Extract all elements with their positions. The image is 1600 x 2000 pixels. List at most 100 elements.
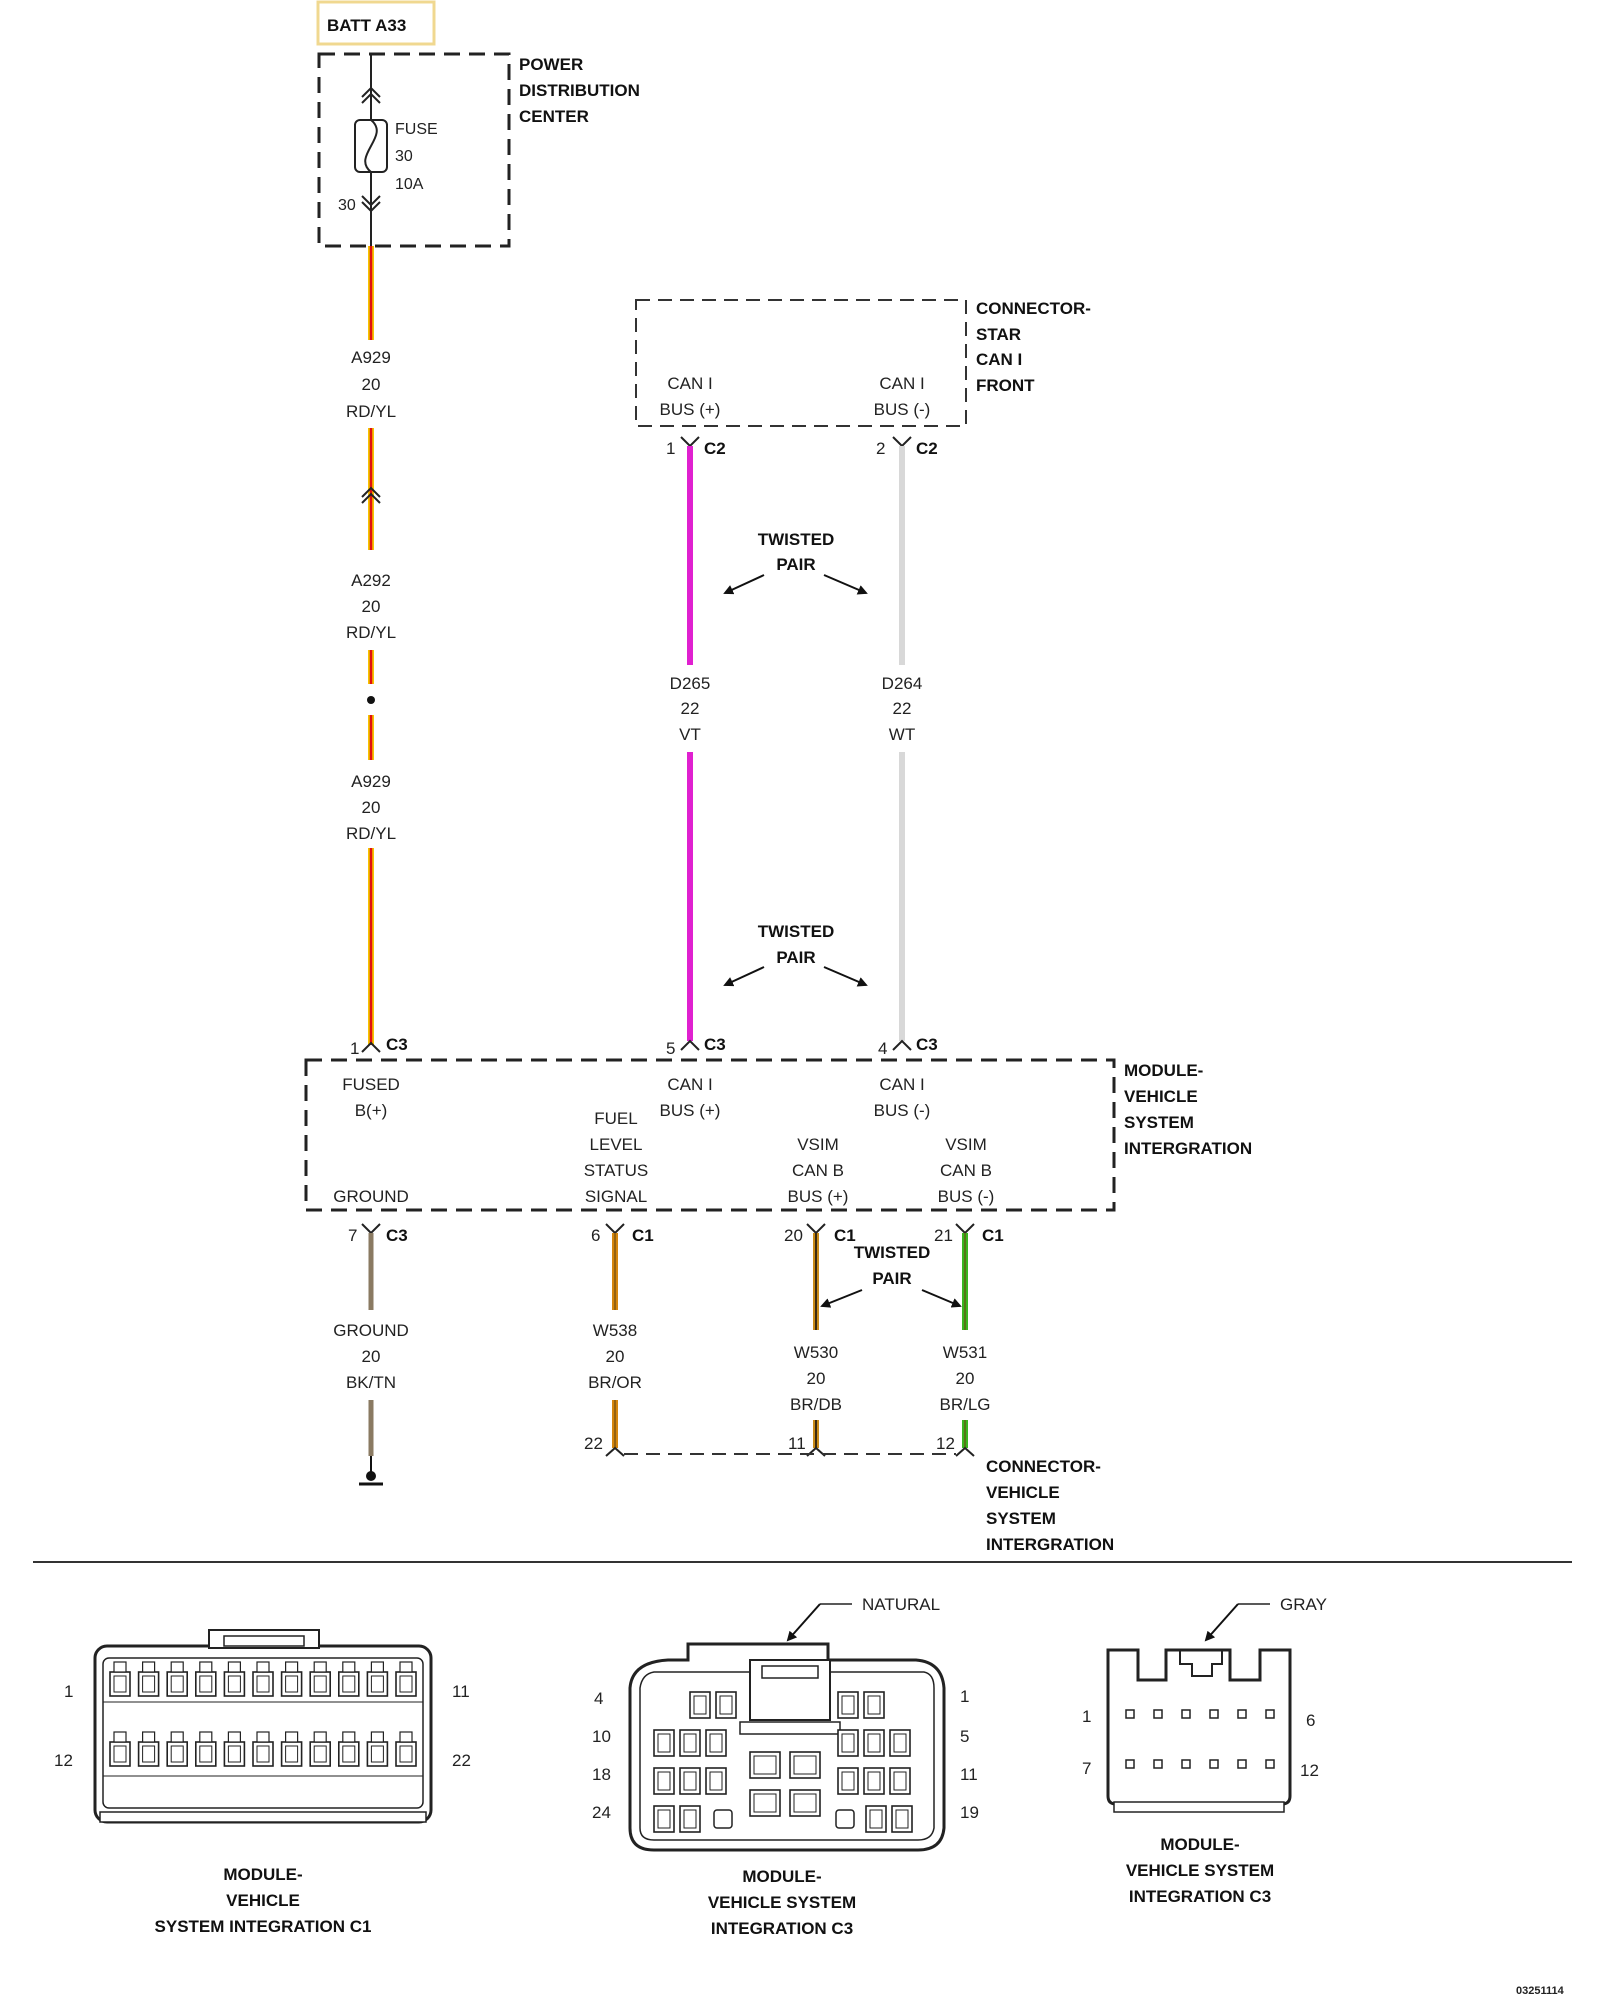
connector-cavity-inner bbox=[256, 1745, 270, 1763]
module-fuel-3: STATUS bbox=[584, 1161, 649, 1180]
connector-cavity-inner bbox=[199, 1675, 213, 1693]
twisted-pair-2-line2: PAIR bbox=[776, 948, 815, 967]
connector-cavity bbox=[863, 1691, 885, 1719]
module-pin21-terminal bbox=[955, 1223, 975, 1235]
connector-latch bbox=[256, 1661, 270, 1673]
connector-cavity-inner bbox=[841, 1771, 855, 1791]
ground-symbol-icon bbox=[359, 1456, 383, 1486]
star-conn-c2-b: C2 bbox=[916, 439, 938, 458]
c3a-pin-4: 4 bbox=[594, 1689, 603, 1708]
star-connector-box bbox=[635, 299, 967, 427]
a929-top-color: RD/YL bbox=[346, 402, 396, 421]
module-pin-6: 6 bbox=[591, 1226, 600, 1245]
connector-latch bbox=[342, 1731, 356, 1743]
w530-circuit: W530 bbox=[794, 1343, 838, 1362]
connector-cavity-inner bbox=[867, 1695, 881, 1715]
star-pin1-func: BUS (+) bbox=[660, 400, 721, 419]
vsi-conn-pin-11: 11 bbox=[788, 1434, 806, 1453]
module-fused-1: FUSED bbox=[342, 1075, 400, 1094]
vsi-conn-pin12-terminal bbox=[955, 1446, 975, 1457]
c3b-color-arrow bbox=[1204, 1603, 1239, 1642]
connector-latch bbox=[399, 1661, 413, 1673]
connector-cavity-inner bbox=[657, 1733, 671, 1753]
connector-cavity bbox=[1265, 1709, 1275, 1719]
module-pin-1: 1 bbox=[350, 1039, 359, 1058]
connector-cavity-inner bbox=[753, 1793, 777, 1813]
ground-wire-gauge: 20 bbox=[362, 1347, 381, 1366]
c3a-caption-1: MODULE- bbox=[742, 1867, 821, 1886]
connector-cavity-inner bbox=[709, 1733, 723, 1753]
d264-circuit: D264 bbox=[882, 674, 923, 693]
a929-bot-circuit: A929 bbox=[351, 772, 391, 791]
c3a-color-arrow bbox=[786, 1603, 821, 1642]
batt-label-box bbox=[316, 0, 436, 46]
ground-wire-color: BK/TN bbox=[346, 1373, 396, 1392]
connector-latch bbox=[199, 1661, 213, 1673]
module-pin-4: 4 bbox=[878, 1039, 887, 1058]
vsi-conn-pin-22: 22 bbox=[584, 1434, 603, 1453]
connector-latch bbox=[227, 1731, 241, 1743]
twisted-pair-3-arrow-left bbox=[820, 1289, 863, 1308]
star-title-2: STAR bbox=[976, 325, 1021, 344]
connector-cavity bbox=[1181, 1759, 1191, 1769]
connector-cavity-inner bbox=[113, 1675, 127, 1693]
d265-circuit: D265 bbox=[670, 674, 711, 693]
module-conn-c1-b: C1 bbox=[834, 1226, 856, 1245]
module-title-4: INTERGRATION bbox=[1124, 1139, 1252, 1158]
connector-cavity bbox=[1237, 1709, 1247, 1719]
pdc-title-2: DISTRIBUTION bbox=[519, 81, 640, 100]
fuse-rating: 10A bbox=[395, 176, 424, 193]
connector-cavity bbox=[705, 1729, 727, 1757]
a929-top-gauge: 20 bbox=[362, 375, 381, 394]
vsi-conn-title-4: INTERGRATION bbox=[986, 1535, 1114, 1554]
twisted-pair-1-line2: PAIR bbox=[776, 555, 815, 574]
a929-bot-gauge: 20 bbox=[362, 798, 381, 817]
star-title-3: CAN I bbox=[976, 350, 1022, 369]
connector-cavity-inner bbox=[657, 1809, 671, 1829]
connector-cavity-inner bbox=[893, 1733, 907, 1753]
pdc-lower-terminal bbox=[361, 195, 381, 213]
w538-circuit: W538 bbox=[593, 1321, 637, 1340]
twisted-pair-3-line1: TWISTED bbox=[854, 1243, 931, 1262]
c3a-pin-10: 10 bbox=[592, 1727, 611, 1746]
module-title-3: SYSTEM bbox=[1124, 1113, 1194, 1132]
star-pin2-terminal bbox=[892, 436, 912, 448]
connector-cavity-inner bbox=[313, 1675, 327, 1693]
connector-latch bbox=[142, 1661, 156, 1673]
connector-cavity bbox=[865, 1805, 887, 1833]
connector-cavity-inner bbox=[399, 1745, 413, 1763]
d264-color: WT bbox=[889, 725, 915, 744]
module-pin-20: 20 bbox=[784, 1226, 803, 1245]
connector-cavity-inner bbox=[342, 1675, 356, 1693]
connector-latch bbox=[285, 1661, 299, 1673]
connector-cavity bbox=[863, 1729, 885, 1757]
module-title-1: MODULE- bbox=[1124, 1061, 1203, 1080]
connector-cavity-inner bbox=[370, 1745, 384, 1763]
module-conn-c1-a: C1 bbox=[632, 1226, 654, 1245]
c3a-pin-11: 11 bbox=[960, 1765, 978, 1784]
connector-cavity bbox=[705, 1767, 727, 1795]
module-vsim-minus-1: VSIM bbox=[945, 1135, 987, 1154]
c3b-caption-3: INTEGRATION C3 bbox=[1129, 1887, 1271, 1906]
connector-latch bbox=[113, 1731, 127, 1743]
connector-cavity bbox=[689, 1691, 711, 1719]
vsi-conn-pin-12: 12 bbox=[936, 1434, 955, 1453]
c1-caption-2: VEHICLE bbox=[226, 1891, 300, 1910]
connector-cavity-inner bbox=[170, 1675, 184, 1693]
connector-cavity-inner bbox=[227, 1675, 241, 1693]
connector-cavity bbox=[1209, 1759, 1219, 1769]
c1-pin-22: 22 bbox=[452, 1751, 471, 1770]
connector-cavity-inner bbox=[893, 1771, 907, 1791]
pdc-title-3: CENTER bbox=[519, 107, 589, 126]
connector-cavity-inner bbox=[869, 1809, 883, 1829]
connector-cavity-inner bbox=[693, 1695, 707, 1715]
w531-gauge: 20 bbox=[956, 1369, 975, 1388]
connector-cavity-inner bbox=[841, 1695, 855, 1715]
connector-cavity bbox=[679, 1729, 701, 1757]
connector-c1-cavities bbox=[109, 1661, 417, 1767]
module-pin-5: 5 bbox=[666, 1039, 675, 1058]
connector-cavity bbox=[715, 1691, 737, 1719]
c3a-pin-24: 24 bbox=[592, 1803, 611, 1822]
connector-cavity-inner bbox=[867, 1771, 881, 1791]
